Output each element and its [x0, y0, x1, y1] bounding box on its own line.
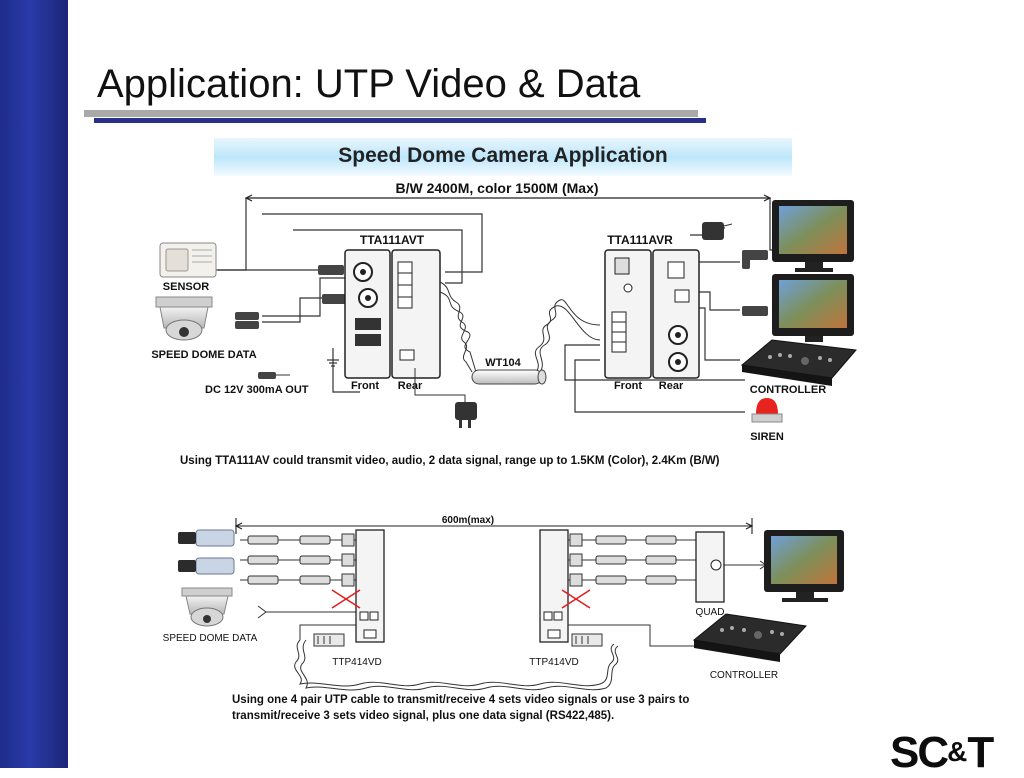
receiver-label: TTA111AVR	[607, 233, 673, 247]
dc-out-label: DC 12V 300mA OUT	[205, 384, 309, 396]
controller-top-label: CONTROLLER	[750, 384, 826, 396]
title-underline-grey	[84, 110, 698, 117]
ground-symbol	[327, 348, 339, 367]
speed-dome-camera-top	[155, 296, 213, 341]
bnc-connectors-right	[742, 250, 768, 316]
monitor-top-1	[772, 200, 854, 272]
transmitter-label: TTA111AVT	[360, 233, 425, 247]
bnc-connectors-left	[235, 265, 348, 379]
company-logo: SC&T	[890, 728, 994, 777]
power-adapter-rx	[702, 222, 733, 240]
box-camera-2	[178, 557, 235, 575]
right-video-connectors	[568, 533, 696, 587]
wt104-label: WT104	[485, 357, 521, 369]
ttp414vd-right	[539, 529, 591, 643]
distance-label: 600m(max)	[442, 515, 494, 526]
siren-label: SIREN	[750, 431, 784, 443]
quad-label: QUAD	[696, 607, 725, 618]
ttp414vd-left-label: TTP414VD	[332, 657, 381, 668]
transmitter-tta111avt	[344, 249, 441, 379]
transmitter-rear-label: Rear	[398, 380, 423, 392]
quad-unit	[695, 531, 725, 603]
power-adapter-tx	[414, 368, 477, 428]
rj45-plug-left	[313, 633, 345, 647]
twisted-pair-cable	[439, 281, 601, 373]
speed-dome-camera-bottom	[181, 587, 233, 627]
left-video-connectors	[240, 533, 356, 587]
distance-dimension-line	[234, 518, 754, 534]
bottom-caption-line-2: transmit/receive 3 sets video signal, pl…	[232, 710, 614, 722]
bandwidth-label: B/W 2400M, color 1500M (Max)	[395, 180, 598, 196]
utp-twisted-cable	[294, 639, 619, 691]
diagram-banner: Speed Dome Camera Application	[214, 138, 792, 176]
ttp414vd-left	[331, 529, 385, 643]
box-camera-1	[178, 529, 235, 547]
bottom-caption-line-1: Using one 4 pair UTP cable to transmit/r…	[232, 694, 689, 706]
monitor-top-2	[772, 274, 854, 342]
transmitter-front-label: Front	[351, 380, 379, 392]
page-title: Application: UTP Video & Data	[97, 62, 641, 106]
speed-dome-data-label: SPEED DOME DATA	[151, 349, 256, 361]
monitor-bottom	[764, 530, 844, 602]
sidebar-band	[0, 0, 68, 768]
receiver-rear-label: Rear	[659, 380, 684, 392]
title-underline-blue	[94, 118, 706, 123]
wt104-cable	[471, 369, 547, 385]
ttp414vd-right-label: TTP414VD	[529, 657, 578, 668]
controller-bottom-label: CONTROLLER	[710, 670, 778, 681]
speed-dome-data-label-bottom: SPEED DOME DATA	[163, 633, 258, 644]
siren-device	[751, 398, 783, 423]
sensor-label: SENSOR	[163, 281, 210, 293]
receiver-tta111avr	[604, 249, 700, 379]
banner-title: Speed Dome Camera Application	[338, 144, 668, 167]
controller-top	[740, 339, 857, 386]
controller-bottom	[692, 613, 808, 662]
sensor-device	[159, 242, 217, 278]
rj45-plug-right	[571, 633, 603, 647]
receiver-front-label: Front	[614, 380, 642, 392]
top-caption: Using TTA111AV could transmit video, aud…	[180, 455, 720, 467]
left-data-lines	[257, 605, 356, 640]
